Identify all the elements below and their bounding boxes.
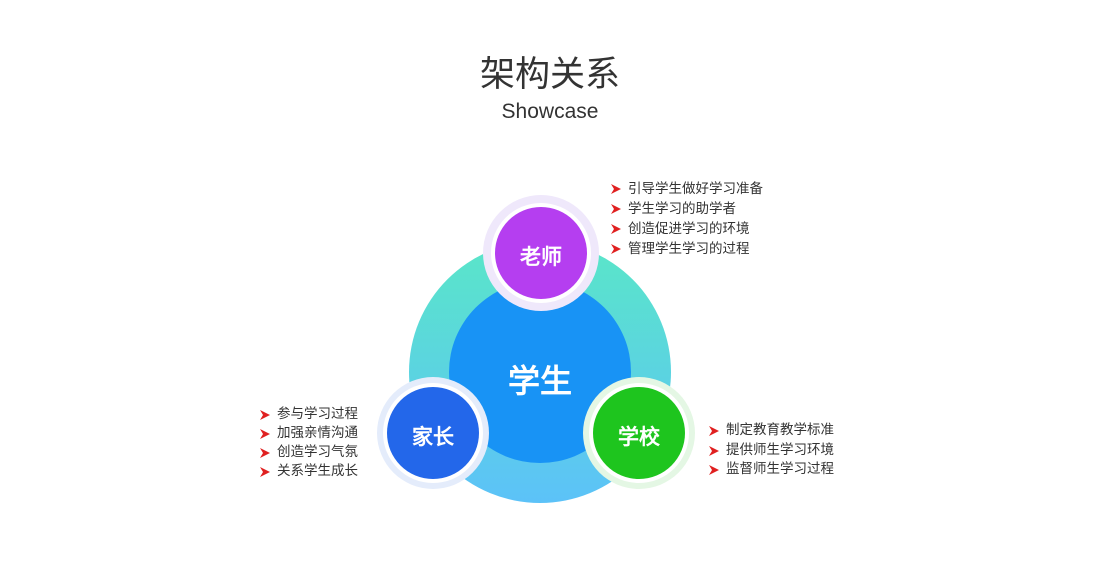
- parent-duties-list: 参与学习过程 加强亲情沟通 创造学习气氛 关系学生成长: [259, 405, 358, 481]
- list-item: 监督师生学习过程: [708, 460, 834, 480]
- arrow-right-icon: [260, 429, 270, 439]
- arrow-right-icon: [611, 244, 621, 254]
- parent-duty-text: 参与学习过程: [277, 406, 358, 422]
- school-duties-list: 制定教育教学标准 提供师生学习环境 监督师生学习过程: [708, 421, 834, 480]
- arrow-right-icon: [709, 426, 719, 436]
- school-duty-text: 制定教育教学标准: [726, 422, 834, 438]
- list-item: 学生学习的助学者: [610, 199, 763, 219]
- school-duty-text: 监督师生学习过程: [726, 461, 834, 477]
- node-school: 学校: [583, 377, 695, 489]
- center-label: 学生: [508, 362, 572, 400]
- arrow-right-icon: [611, 204, 621, 214]
- page-subtitle: Showcase: [501, 100, 599, 123]
- arrow-right-icon: [611, 184, 621, 194]
- node-school-label: 学校: [618, 425, 661, 449]
- list-item: 创造学习气氛: [259, 443, 358, 462]
- node-teacher-circle: [495, 207, 587, 299]
- node-teacher-label: 老师: [520, 245, 562, 269]
- arrow-right-icon: [260, 467, 270, 477]
- page-title: 架构关系: [479, 55, 620, 95]
- list-item: 参与学习过程: [259, 405, 358, 424]
- school-duty-text: 提供师生学习环境: [726, 441, 834, 458]
- teacher-duty-text: 学生学习的助学者: [628, 201, 736, 217]
- list-item: 制定教育教学标准: [708, 421, 834, 441]
- teacher-duty-text: 管理学生学习的过程: [628, 241, 750, 257]
- list-item: 加强亲情沟通: [259, 424, 358, 443]
- node-parent: 家长: [377, 377, 489, 489]
- arrow-right-icon: [611, 224, 621, 234]
- list-item: 创造促进学习的环境: [610, 219, 763, 239]
- teacher-duty-text: 创造促进学习的环境: [628, 221, 750, 237]
- node-parent-label: 家长: [412, 425, 455, 449]
- node-parent-circle: [387, 387, 479, 479]
- node-teacher: 老师: [483, 195, 599, 311]
- list-item: 提供师生学习环境: [708, 441, 834, 461]
- node-school-circle: [593, 387, 685, 479]
- teacher-duty-text: 引导学生做好学习准备: [628, 181, 763, 197]
- arrow-right-icon: [260, 448, 270, 458]
- parent-duty-text: 创造学习气氛: [277, 444, 358, 460]
- teacher-duties-list: 引导学生做好学习准备 学生学习的助学者 创造促进学习的环境 管理学生学习的过程: [610, 179, 763, 259]
- list-item: 管理学生学习的过程: [610, 239, 763, 259]
- arrow-right-icon: [709, 445, 719, 456]
- arrow-right-icon: [260, 410, 270, 420]
- parent-duty-text: 加强亲情沟通: [277, 425, 358, 441]
- list-item: 关系学生成长: [259, 462, 358, 481]
- arrow-right-icon: [709, 465, 719, 475]
- parent-duty-text: 关系学生成长: [277, 463, 358, 479]
- list-item: 引导学生做好学习准备: [610, 179, 763, 199]
